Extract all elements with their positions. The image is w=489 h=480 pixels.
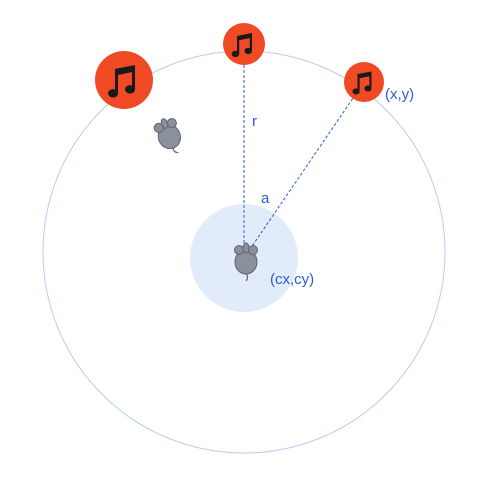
angle-label: a — [261, 190, 270, 207]
mouse-icon — [234, 242, 258, 282]
radius-label: r — [252, 113, 257, 130]
center-label: (cx,cy) — [270, 271, 315, 288]
mouse-icon — [153, 118, 181, 154]
angle-line — [243, 81, 365, 259]
point-label: (x,y) — [385, 86, 415, 103]
music-note-icon — [95, 51, 153, 109]
music-note-icon — [344, 62, 384, 102]
music-note-icon — [223, 23, 265, 65]
